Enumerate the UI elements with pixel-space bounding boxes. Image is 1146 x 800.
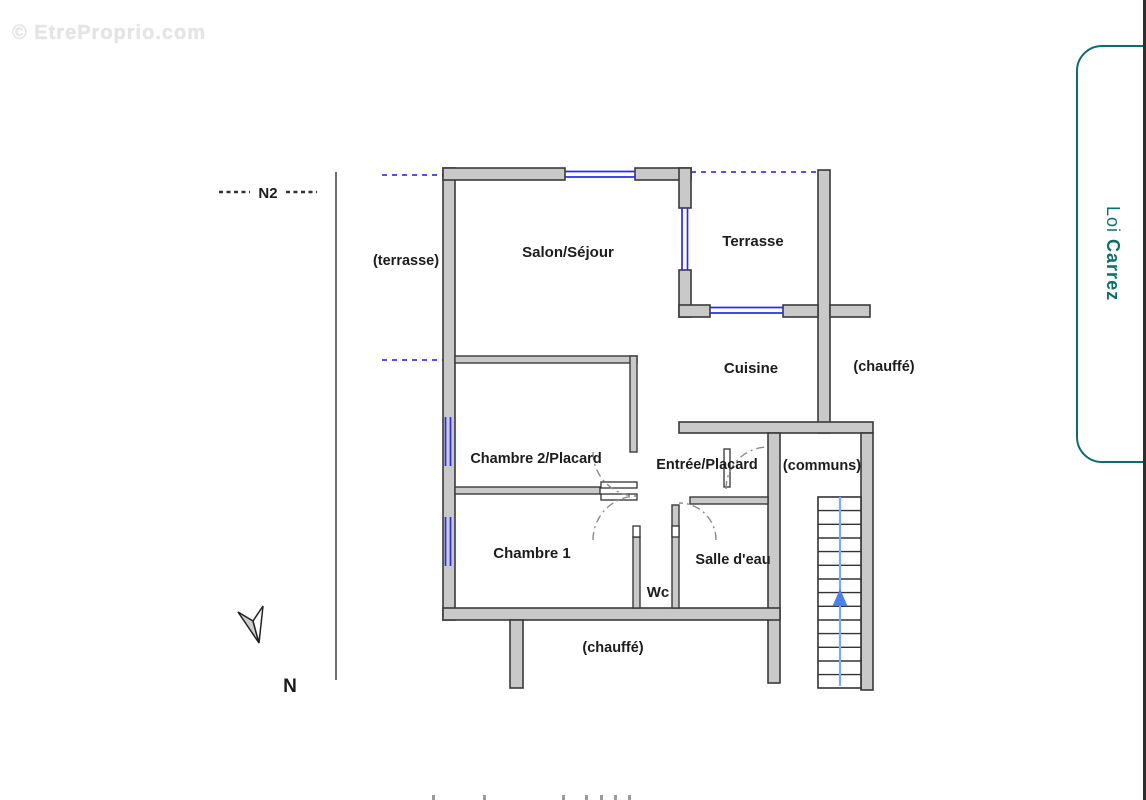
north-label: N (283, 676, 297, 697)
window-chambre1-left (444, 517, 452, 566)
room-label-terrasse: Terrasse (722, 233, 783, 250)
window-salon-top (565, 170, 635, 178)
wall-chambre2-entree (629, 355, 638, 453)
door-arc-salle-eau (678, 502, 717, 541)
room-label-chambre2: Chambre 2/Placard (470, 451, 601, 467)
annotation-chauffe-bottom: (chauffé) (582, 640, 643, 656)
site-watermark: © EtreProprio.com (12, 22, 206, 44)
door-arc-chambre1 (592, 495, 638, 541)
wall-stairwell-right (860, 432, 874, 691)
room-label-cuisine: Cuisine (724, 360, 778, 377)
wall-salon-right-top (678, 167, 692, 209)
loi-carrez-tab[interactable]: Loi Carrez (1076, 45, 1146, 463)
stair-direction-arrow-up-icon (832, 589, 848, 606)
wall-salon-chambre2 (454, 355, 638, 364)
north-arrow-icon (237, 605, 264, 644)
wall-chambre2-chambre1 (454, 486, 601, 495)
exterior-walls (442, 167, 874, 691)
door-arc-chambre2 (592, 451, 638, 497)
interior-walls (454, 355, 769, 609)
annotation-communs: (communs) (783, 458, 861, 474)
wall-bottom (442, 607, 781, 621)
tab-word-carrez: Carrez (1103, 239, 1123, 302)
room-label-salon: Salon/Séjour (522, 244, 614, 261)
zone-label-n2: N2 (219, 185, 317, 202)
window-salon-right (681, 208, 689, 270)
loi-carrez-tab-label: Loi Carrez (1102, 206, 1123, 301)
wall-right (817, 169, 831, 434)
window-cuisine-top (710, 306, 783, 314)
wall-wc-left (632, 536, 641, 609)
wall-wc-right (671, 504, 680, 609)
wall-cuisine-bottom (678, 421, 874, 434)
zone-label-text: N2 (258, 185, 277, 202)
wall-salle-eau-top (689, 496, 769, 505)
wall-stub-bottom (509, 619, 524, 689)
room-label-chambre1: Chambre 1 (493, 545, 571, 562)
door-leaf-1 (600, 481, 638, 489)
room-label-salle-eau: Salle d'eau (695, 552, 770, 568)
door-leaves (600, 448, 731, 538)
room-label-wc: Wc (647, 584, 670, 601)
door-arc-entree (725, 446, 769, 490)
cutoff-text-fragments (432, 795, 631, 800)
room-label-entree: Entrée/Placard (656, 457, 758, 473)
door-leaf-2 (600, 493, 638, 501)
tab-word-loi: Loi (1103, 206, 1123, 234)
staircase (817, 496, 862, 689)
wall-cuisine-top-a (678, 304, 711, 318)
page-right-edge (1143, 0, 1146, 800)
wall-stub-right (829, 304, 871, 318)
wall-top-a (442, 167, 566, 181)
annotation-terrasse-outside: (terrasse) (373, 253, 439, 269)
door-leaf-communs (723, 448, 731, 488)
window-chambre2-left (444, 417, 452, 466)
open-boundary-dashes (382, 171, 817, 361)
wall-cuisine-top-b (782, 304, 819, 318)
door-arcs (592, 446, 769, 541)
door-leaf-wc-right (671, 525, 680, 538)
windows (444, 170, 783, 566)
door-leaf-wc-left (632, 525, 641, 538)
annotation-chauffe-right: (chauffé) (853, 359, 914, 375)
